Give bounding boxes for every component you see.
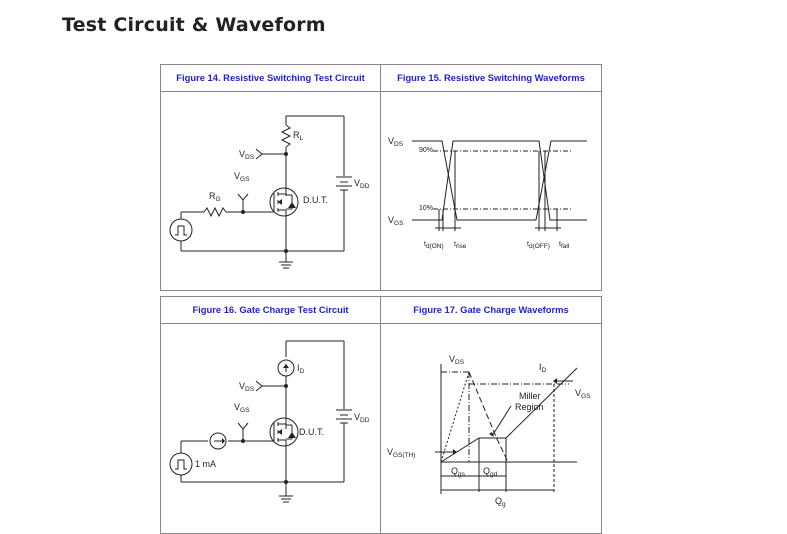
pct-90-label: 90% [419,147,433,154]
figure-15-panel: Figure 15. Resistive Switching Waveforms [380,64,602,291]
gate-charge-test-circuit: ID VDS VGS D.U.T. VDD 1 mA [169,340,370,503]
td-off-label: td(OFF) [527,241,550,250]
vds-label: VDS [239,381,255,393]
gate-charge-waveforms: VDS ID Miller Region VGS VGS(TH) Qgs Qgd… [387,354,591,508]
qg-label: Qg [495,496,506,508]
vgsth-label: VGS(TH) [387,447,415,459]
figure-14-panel: Figure 14. Resistive Switching Test Circ… [160,64,381,291]
pct-10-label: 10% [419,205,433,212]
resistive-switching-waveforms: VDS VGS 90% 10% td(ON) trise td(OFF) tfa… [388,136,587,250]
vdd-label: VDD [354,412,370,424]
qgd-label: Qgd [483,466,498,478]
dut-label: D.U.T. [299,427,324,437]
id-label: ID [297,363,305,375]
miller-line-1: Miller [519,391,541,401]
vds-label: VDS [449,354,465,366]
resistive-switching-test-circuit: RL VDS VGS RG D.U.T. VDD [169,115,370,269]
figure-15-caption: Figure 15. Resistive Switching Waveforms [381,65,601,92]
dut-label: D.U.T. [303,195,328,205]
tfall-label: tfall [559,241,570,250]
rg-label: RG [209,191,221,203]
figure-16-panel: Figure 16. Gate Charge Test Circuit [160,296,381,534]
miller-line-2: Region [515,402,544,412]
qgs-label: Qgs [451,466,466,478]
one-ma-label: 1 mA [195,459,216,469]
figure-17-panel: Figure 17. Gate Charge Waveforms [380,296,602,534]
vgs-label: VGS [388,215,404,227]
vdd-label: VDD [354,178,370,190]
figure-grid: Figure 14. Resistive Switching Test Circ… [160,64,602,534]
trise-label: trise [454,241,467,250]
vgs-label: VGS [234,171,250,183]
vgs-label: VGS [575,388,591,400]
vds-label: VDS [388,136,404,148]
vds-label: VDS [239,149,255,161]
figure-17-caption: Figure 17. Gate Charge Waveforms [381,297,601,324]
td-on-label: td(ON) [424,241,444,250]
figure-14-caption: Figure 14. Resistive Switching Test Circ… [161,65,380,92]
id-label: ID [539,362,547,374]
page-heading: Test Circuit & Waveform [62,14,326,36]
vgs-label: VGS [234,402,250,414]
figure-16-caption: Figure 16. Gate Charge Test Circuit [161,297,380,324]
rl-label: RL [293,130,304,142]
